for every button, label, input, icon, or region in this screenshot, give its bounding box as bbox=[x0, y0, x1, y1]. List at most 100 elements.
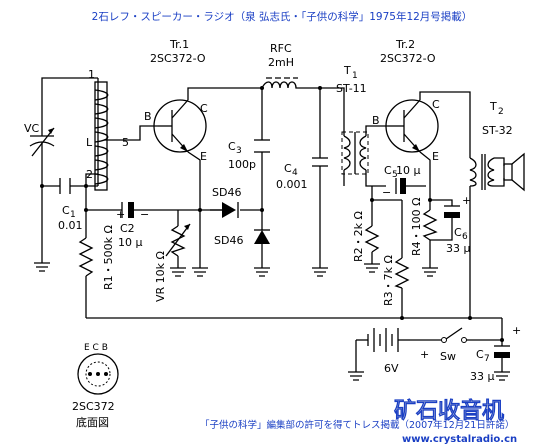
c2-minus: − bbox=[140, 208, 149, 221]
tr2-base: B bbox=[372, 114, 380, 127]
variable-capacitor bbox=[29, 118, 55, 160]
sd46-1-label: SD46 bbox=[212, 186, 241, 199]
c2-label: C2 bbox=[120, 222, 135, 235]
tr1-part: 2SC372-O bbox=[150, 52, 206, 65]
switch-label: Sw bbox=[440, 350, 456, 363]
ground-symbols bbox=[34, 262, 510, 381]
wire bbox=[419, 91, 471, 158]
wire bbox=[41, 77, 98, 118]
rfc-label: RFC bbox=[270, 42, 292, 55]
tr2-label: Tr.2 bbox=[395, 38, 415, 51]
r4-label: R4・100 Ω bbox=[410, 197, 423, 256]
capacitor-c7 bbox=[494, 345, 510, 358]
capacitor-c4 bbox=[312, 157, 328, 167]
diode-sd46-1 bbox=[210, 202, 239, 218]
tr2-emitter: E bbox=[432, 150, 439, 163]
c7-plus: + bbox=[512, 324, 521, 337]
capacitor-c6 bbox=[444, 205, 460, 218]
tr2-collector: C bbox=[432, 98, 440, 111]
c1-value: 0.01 bbox=[58, 219, 83, 232]
t1-part: ST-11 bbox=[336, 82, 367, 95]
wire bbox=[365, 125, 388, 136]
transistor-tr1 bbox=[153, 99, 207, 153]
wire bbox=[430, 218, 453, 241]
resistor-r2 bbox=[364, 225, 380, 253]
capacitor-c1 bbox=[59, 178, 71, 194]
c3-label: C bbox=[228, 140, 236, 153]
site-logo: 矿石收音机 bbox=[394, 398, 504, 424]
wire bbox=[104, 125, 158, 141]
coil-pin-1: 1 bbox=[88, 68, 95, 81]
c7-value: 33 μ bbox=[470, 370, 495, 383]
site-url: www.crystalradio.cn bbox=[402, 434, 517, 445]
transistor-tr2 bbox=[385, 99, 439, 153]
capacitor-c3 bbox=[254, 139, 270, 153]
coil-label-l: L bbox=[86, 136, 93, 149]
c1-label: C bbox=[62, 204, 70, 217]
capacitor-c2 bbox=[121, 202, 134, 218]
c5-sub: 5 bbox=[392, 170, 398, 180]
speaker-icon bbox=[503, 152, 525, 192]
tr1-emitter: E bbox=[200, 150, 207, 163]
wire bbox=[187, 87, 262, 100]
rfc-coil bbox=[261, 77, 302, 89]
r2-label: R2・2k Ω bbox=[352, 211, 365, 262]
t1-label: T bbox=[343, 64, 351, 77]
battery bbox=[367, 328, 410, 352]
pinout-diagram bbox=[77, 353, 119, 395]
t1-sub: 1 bbox=[352, 71, 358, 81]
coil-pin-2: 2 bbox=[86, 168, 93, 181]
pinout-caption: 底面図 bbox=[76, 415, 109, 429]
c7-sub: 7 bbox=[484, 354, 490, 364]
rfc-value: 2mH bbox=[268, 56, 294, 69]
antenna-coil bbox=[94, 81, 109, 191]
wire bbox=[320, 87, 345, 136]
c4-value: 0.001 bbox=[276, 178, 308, 191]
wire bbox=[302, 87, 321, 128]
pinout-part: 2SC372 bbox=[72, 400, 115, 413]
c5-minus: − bbox=[382, 186, 391, 199]
coil-pin-5: 5 bbox=[122, 136, 129, 149]
t2-sub: 2 bbox=[498, 107, 504, 117]
c5-label: C bbox=[384, 164, 392, 177]
c6-sub: 6 bbox=[462, 232, 468, 242]
power-switch bbox=[441, 327, 467, 343]
c4-sub: 4 bbox=[292, 168, 298, 178]
tr1-base: B bbox=[144, 110, 152, 123]
r1-label: R1・500k Ω bbox=[102, 225, 115, 290]
vr-label: VR 10k Ω bbox=[154, 251, 167, 302]
c2-value: 10 μ bbox=[118, 236, 143, 249]
t2-part: ST-32 bbox=[482, 124, 513, 137]
battery-label: 6V bbox=[384, 362, 399, 375]
vc-label: VC bbox=[24, 122, 40, 135]
variable-resistor-vr bbox=[165, 223, 191, 257]
resistor-r4 bbox=[422, 209, 438, 241]
tr1-collector: C bbox=[200, 102, 208, 115]
capacitor-c5 bbox=[395, 178, 406, 194]
transformer-t1 bbox=[341, 131, 369, 175]
c7-label: C bbox=[476, 348, 484, 361]
c1-sub: 1 bbox=[70, 210, 76, 220]
c6-plus: + bbox=[462, 194, 471, 207]
tr2-part: 2SC372-O bbox=[380, 52, 436, 65]
c4-label: C bbox=[284, 162, 292, 175]
c5-value: 10 μ bbox=[396, 164, 421, 177]
resistor-r3 bbox=[394, 257, 410, 289]
c6-label: C bbox=[454, 226, 462, 239]
sd46-2-label: SD46 bbox=[214, 234, 243, 247]
diode-sd46-2 bbox=[254, 229, 270, 244]
diagram-title: 2石レフ・スピーカー・ラジオ（泉 弘志氏・「子供の科学」1975年12月号掲載） bbox=[92, 10, 473, 23]
c3-value: 100p bbox=[228, 158, 256, 171]
r3-label: R3・7k Ω bbox=[382, 255, 395, 306]
wire bbox=[419, 151, 431, 200]
c3-sub: 3 bbox=[236, 146, 242, 156]
resistor-r1 bbox=[78, 237, 94, 277]
wire bbox=[85, 173, 98, 186]
transformer-t2 bbox=[469, 154, 505, 190]
wire bbox=[187, 151, 232, 211]
pinout-pins: E C B bbox=[84, 343, 108, 353]
t2-label: T bbox=[489, 100, 497, 113]
wire bbox=[430, 199, 453, 206]
tr1-label: Tr.1 bbox=[169, 38, 189, 51]
